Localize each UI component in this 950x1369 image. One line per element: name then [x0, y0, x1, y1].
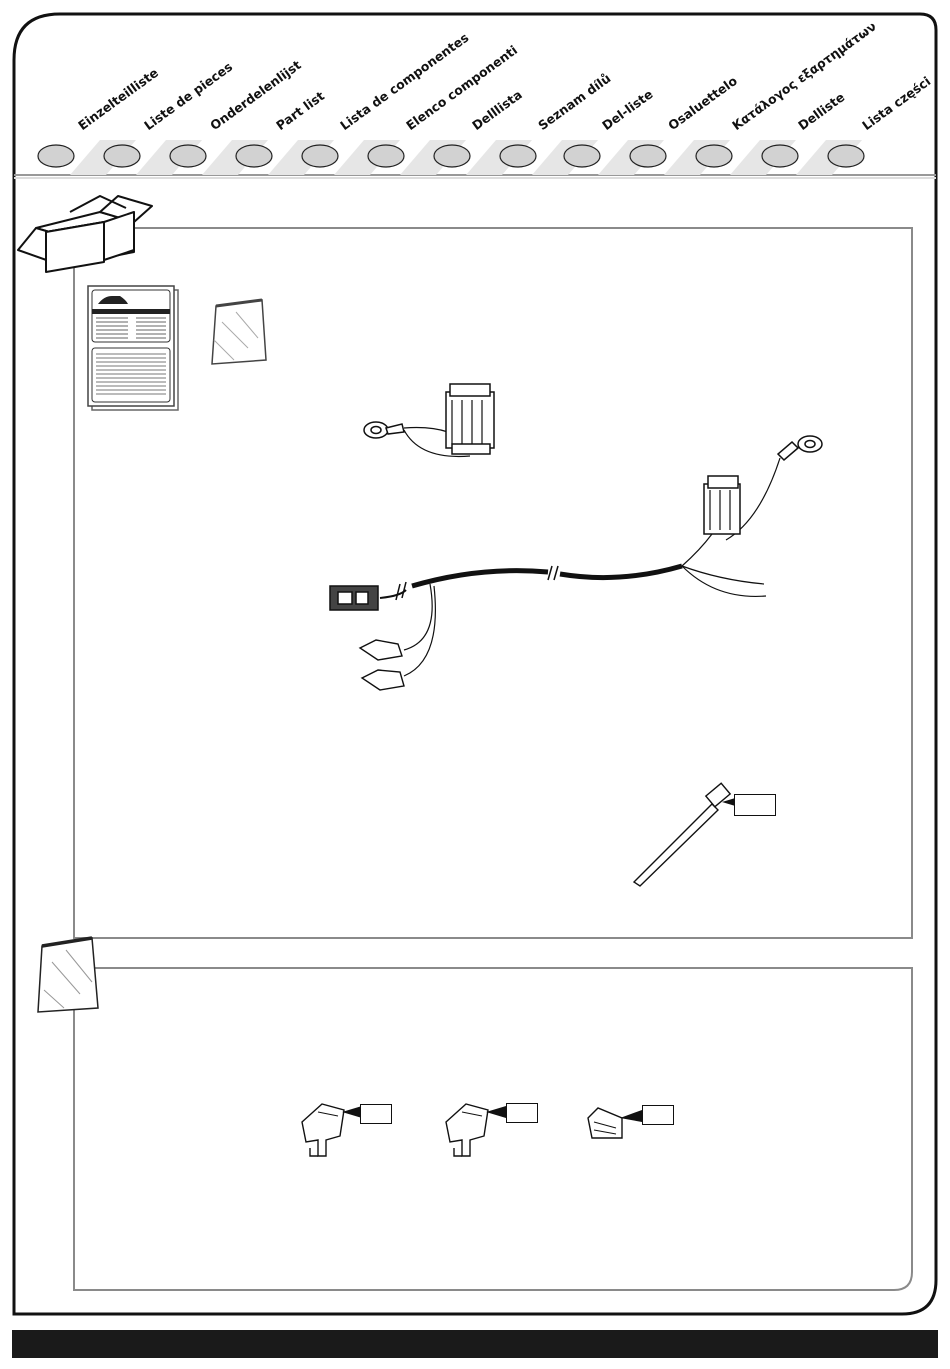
- fuse-2-quantity-box: [506, 1103, 538, 1123]
- instruction-manual-icon: [88, 286, 178, 410]
- language-checkbox: [434, 145, 470, 167]
- language-checkbox: [302, 145, 338, 167]
- language-checkbox: [236, 145, 272, 167]
- language-checkbox: [630, 145, 666, 167]
- language-checkbox: [500, 145, 536, 167]
- language-checkbox: [170, 145, 206, 167]
- fuse-1-quantity-box: [360, 1104, 392, 1124]
- multi-pin-connector: [330, 586, 378, 610]
- parts-bag-icon: [212, 300, 266, 364]
- bag-section-icon: [38, 938, 98, 1012]
- language-checkbox: [828, 145, 864, 167]
- language-checkbox: [104, 145, 140, 167]
- fuse-holder-quantity-box: [642, 1105, 674, 1125]
- language-checkbox: [696, 145, 732, 167]
- language-checkbox: [38, 145, 74, 167]
- language-checkbox: [762, 145, 798, 167]
- footer-bar: [12, 1330, 938, 1358]
- language-checkbox: [564, 145, 600, 167]
- cable-tie-quantity-box: [734, 794, 776, 816]
- language-checkbox: [368, 145, 404, 167]
